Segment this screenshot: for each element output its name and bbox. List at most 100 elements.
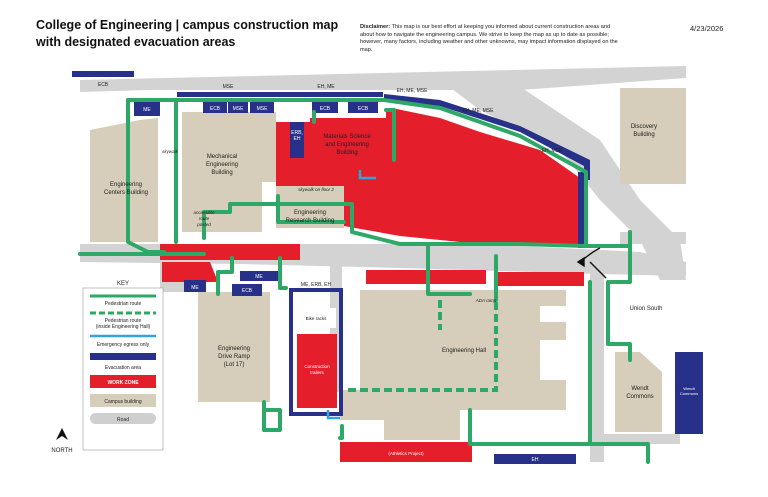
evac-label-ecb-lower: ECB <box>242 288 253 294</box>
north-label: NORTH <box>51 448 72 454</box>
legend-label-work-zone: WORK ZONE <box>107 380 139 386</box>
annotation-ada-ramp: ADA ramp <box>475 298 497 303</box>
work-zone-athletics <box>340 442 472 462</box>
annotation-skywalk-floor2: skywalk on floor 2 <box>298 187 334 192</box>
evac-label-me-lower2: ME <box>255 274 263 280</box>
evac-eh-bottom <box>494 454 576 464</box>
annotation-athletics: (Athletics Project) <box>388 451 424 456</box>
route-lot-south <box>262 408 282 432</box>
egress-trailers <box>326 410 340 420</box>
annotation-skywalk: skywalk <box>162 149 179 154</box>
work-zone-lower-left2 <box>162 262 218 282</box>
evac-ecb-mat2 <box>348 102 378 113</box>
engineering-research-building <box>276 186 344 228</box>
evacuation-areas <box>72 71 703 464</box>
legend-label-route: Pedestrian route <box>105 301 142 307</box>
label-union-south: Union South <box>629 306 662 312</box>
evac-label-eh-me-top: EH, ME <box>317 84 335 90</box>
route-inside-engineering-hall <box>348 300 498 392</box>
legend-label-inside-route: Pedestrian route(inside Engineering Hall… <box>96 318 151 330</box>
evac-label-eh-me-mse-1: EH, ME, MSE <box>397 88 429 94</box>
evac-eh-mse-vertical <box>578 172 586 248</box>
evac-label-me-lower: ME <box>191 285 199 291</box>
inside-route <box>348 300 498 392</box>
evac-me-lower <box>184 280 206 292</box>
road-south <box>600 434 680 444</box>
legend-swatch-road <box>90 413 156 424</box>
disclaimer: Disclaimer: This map is our best effort … <box>360 24 622 54</box>
evac-label-eh-mse: EH, MSE <box>542 148 563 154</box>
evac-me-erb-eh <box>289 288 343 416</box>
evac-bike-racks <box>296 308 336 328</box>
legend-swatch-evacuation <box>90 353 156 360</box>
evac-label-ecb-row: ECB <box>210 106 221 112</box>
work-zone-trailers <box>297 334 337 408</box>
route-union-south <box>606 280 632 362</box>
legend-swatch-work-zone <box>90 375 156 388</box>
evac-mse-row <box>228 102 248 113</box>
legend-label-evacuation: Evacuation area <box>105 365 141 371</box>
egress-routes <box>326 170 376 420</box>
legend-label-road: Road <box>117 417 129 423</box>
map-title: College of Engineering | campus construc… <box>36 17 338 51</box>
route-hall-south <box>468 408 590 446</box>
evac-label-me-left: ME <box>143 107 151 113</box>
engineering-hall <box>340 290 566 440</box>
route-east <box>608 244 632 284</box>
pedestrian-routes <box>78 98 650 464</box>
route-ramp-east <box>278 256 288 290</box>
evac-mse-row2 <box>250 102 274 113</box>
legend-swatch-building <box>90 394 156 407</box>
evac-mse-top <box>177 92 277 97</box>
evac-label-ecb-mat2: ECB <box>358 106 369 112</box>
route-eng-hall-north <box>426 244 472 296</box>
evac-label-me-erb-eh: ME, ERB, EH <box>301 282 332 288</box>
route-research <box>276 194 346 224</box>
disclaimer-label: Disclaimer: <box>360 24 391 30</box>
legend-label-building: Campus building <box>104 399 141 405</box>
evac-ecb-lower <box>232 284 262 296</box>
route-bottom <box>338 424 344 440</box>
label-engineering-hall: Engineering Hall <box>442 348 486 354</box>
title-line-2: with designated evacuation areas <box>36 35 236 49</box>
evac-ecb-mat <box>312 102 338 113</box>
route-randall <box>588 280 650 464</box>
arrow-south <box>589 261 607 279</box>
north-arrow-icon <box>56 428 68 440</box>
evac-label-ecb-mat: ECB <box>320 106 331 112</box>
wendt-commons <box>615 352 662 432</box>
evac-label-erb-eh: ERB,EH <box>291 130 303 142</box>
evac-wendt-commons <box>675 352 703 434</box>
disclaimer-text: This map is our best effort at keeping y… <box>360 24 618 53</box>
route-central <box>202 202 588 248</box>
title-line-1: College of Engineering | campus construc… <box>36 18 339 32</box>
legend-heading: KEY <box>117 281 129 287</box>
arrow-head <box>576 256 585 268</box>
traffic-arrows <box>576 247 607 279</box>
evac-label-mse-row2: MSE <box>257 106 269 112</box>
egress-materials <box>358 170 376 180</box>
road-randall <box>590 262 604 462</box>
road-north <box>80 66 686 92</box>
evac-me-lower2 <box>240 271 278 281</box>
engineering-drive-ramp <box>198 292 270 402</box>
route-mat-side <box>384 108 396 162</box>
engineering-centers-building <box>90 118 158 242</box>
evac-erb-eh <box>290 122 304 158</box>
evac-label-eh-bottom: EH <box>532 457 539 463</box>
evac-label-eh-me-mse-2: EH, ME, MSE <box>463 108 495 114</box>
evac-eh-me-top <box>277 92 383 97</box>
work-zone-hall-north-east <box>498 272 584 286</box>
evac-label-mse-top: MSE <box>223 84 235 90</box>
map-date: 4/23/2026 <box>690 24 724 33</box>
